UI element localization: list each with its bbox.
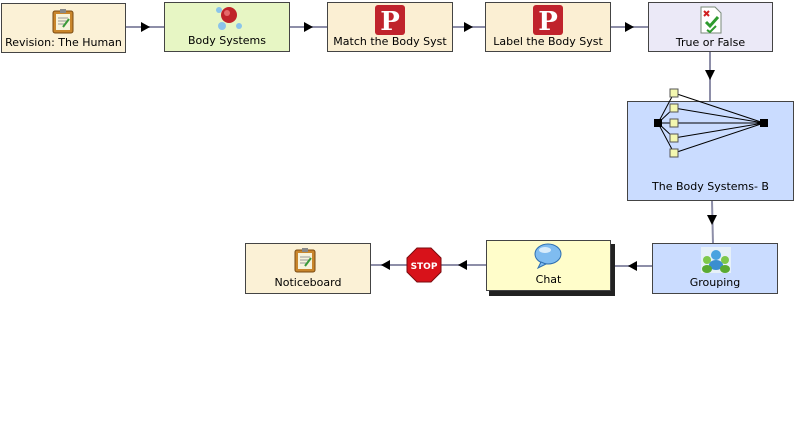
activity-chat[interactable]: Chat bbox=[486, 240, 611, 291]
noticeboard-icon bbox=[294, 248, 316, 273]
activity-body-systems-branching[interactable]: The Body Systems- B bbox=[627, 88, 794, 201]
chat-bubble-icon bbox=[534, 243, 562, 269]
activity-label: Body Systems bbox=[187, 34, 266, 47]
connector-arrowhead bbox=[464, 22, 473, 32]
quiz-icon bbox=[700, 6, 722, 34]
group-icon bbox=[701, 247, 731, 273]
connector-arrowhead bbox=[625, 22, 634, 32]
activity-label-the-body-systems[interactable]: P Label the Body Syst bbox=[485, 2, 611, 52]
activity-noticeboard[interactable]: Noticeboard bbox=[245, 243, 371, 294]
svg-text:P: P bbox=[538, 7, 558, 35]
activity-label: Revision: The Human bbox=[5, 36, 122, 49]
noticeboard-icon bbox=[52, 9, 74, 34]
connector-arrowhead bbox=[705, 70, 715, 80]
molecule-icon bbox=[216, 7, 242, 30]
connector-arrowhead bbox=[707, 215, 717, 225]
svg-text:P: P bbox=[380, 7, 400, 35]
p-icon: P bbox=[533, 5, 563, 35]
activity-grouping[interactable]: Grouping bbox=[652, 243, 778, 294]
stop-icon[interactable]: STOP bbox=[406, 247, 442, 283]
connector-arrowhead bbox=[628, 261, 637, 271]
activity-label: Label the Body Syst bbox=[493, 35, 603, 48]
connector-arrowhead bbox=[458, 260, 467, 270]
activity-label: Noticeboard bbox=[274, 276, 342, 289]
stop-label: STOP bbox=[411, 262, 438, 272]
activity-label: True or False bbox=[675, 36, 746, 49]
activity-true-or-false[interactable]: True or False bbox=[648, 2, 773, 52]
connector-arrowhead bbox=[141, 22, 150, 32]
activity-label: Chat bbox=[535, 273, 562, 286]
activity-revision-the-human[interactable]: Revision: The Human bbox=[1, 3, 126, 53]
branching-icon bbox=[654, 88, 768, 158]
activity-body-systems[interactable]: Body Systems bbox=[164, 2, 290, 52]
activity-label: Match the Body Syst bbox=[333, 35, 447, 48]
p-icon: P bbox=[375, 5, 405, 35]
activity-label: Grouping bbox=[689, 276, 741, 289]
activity-match-the-body-systems[interactable]: P Match the Body Syst bbox=[327, 2, 453, 52]
connector-arrowhead bbox=[381, 260, 390, 270]
activity-label: The Body Systems- B bbox=[652, 180, 769, 193]
connector-arrowhead bbox=[304, 22, 313, 32]
